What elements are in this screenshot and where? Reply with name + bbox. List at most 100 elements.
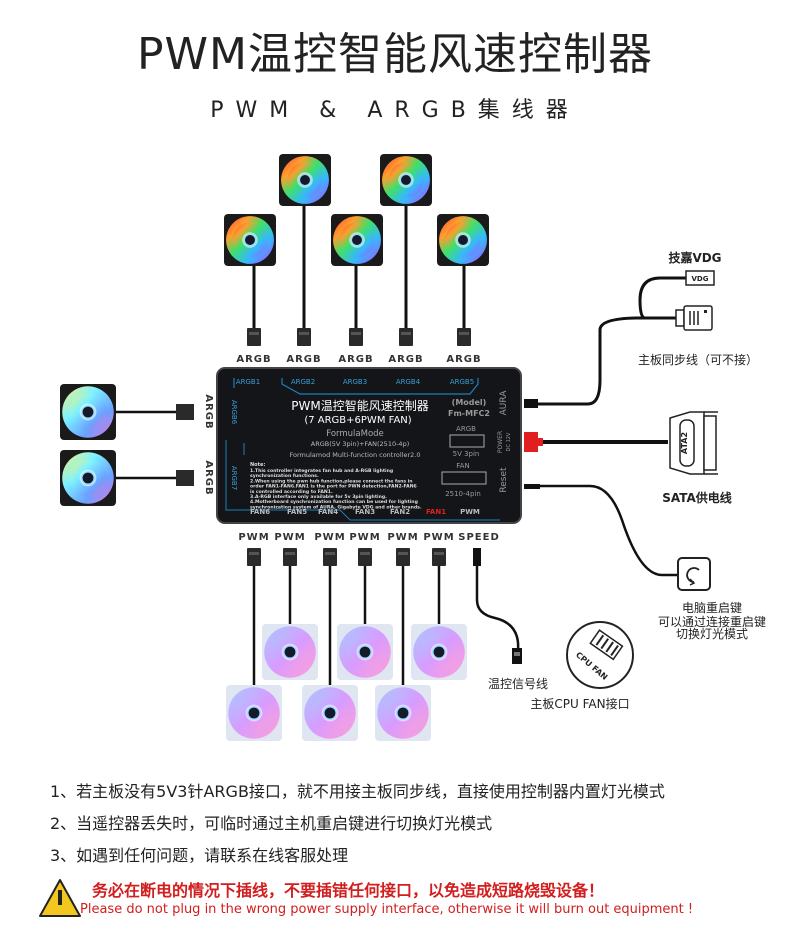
sync-cable-label: 主板同步线（可不接） — [638, 352, 758, 367]
fan — [279, 154, 331, 206]
fan — [375, 685, 431, 741]
connector-plug — [432, 548, 446, 566]
port-label-power-sub: DC 12V — [506, 432, 512, 451]
fan-hub — [359, 646, 371, 658]
port-label: ARGB6 — [230, 400, 238, 425]
warning-triangle-icon — [40, 880, 80, 916]
connector-label: ARGB — [446, 354, 481, 365]
warning-text-en: Please do not plug in the wrong power su… — [80, 902, 693, 917]
port-label-aura: AURA — [499, 390, 509, 416]
warning-text-cn: 务必在断电的情况下插线，不要插错任何接口，以免造成短路烧毁设备！ — [92, 877, 604, 901]
fan-hub — [400, 174, 411, 185]
top-fan-group: ARGB ARGB ARGB ARGB ARGB — [224, 154, 489, 365]
speed-cable — [473, 548, 522, 664]
fan — [262, 624, 318, 680]
sync-cable: VDG — [524, 271, 714, 408]
connector-plug — [349, 328, 363, 346]
connector-label: PWM — [349, 532, 380, 543]
temp-signal-label: 温控信号线 — [488, 677, 548, 691]
reset-button — [678, 558, 710, 590]
fan-header-spec: 2510-4pin — [445, 490, 481, 498]
port-label: ARGB1 — [236, 378, 260, 386]
connector-label: ARGB — [338, 354, 373, 365]
vdg-label: 技嘉VDG — [668, 250, 721, 265]
sata-plug-text: ATA2 — [680, 432, 689, 454]
bottom-fan-group: PWMPWMPWMPWMPWMPWMSPEED — [226, 532, 500, 741]
fan — [411, 624, 467, 680]
connector-label: PWM — [238, 532, 269, 543]
port-label: ARGB5 — [450, 378, 474, 386]
fan-hub — [244, 234, 255, 245]
port-label: ARGB3 — [343, 378, 367, 386]
fan — [302, 685, 358, 741]
fan — [331, 214, 383, 266]
note-title: Note: — [250, 462, 265, 468]
connector-label: PWM — [274, 532, 305, 543]
argb-header-label: ARGB — [456, 425, 476, 433]
sata-cable: ATA2 — [524, 412, 718, 474]
fan-hub — [299, 174, 310, 185]
connector-plug — [358, 548, 372, 566]
reset-desc-line: 切换灯光模式 — [676, 627, 748, 641]
connector-plug — [247, 548, 261, 566]
connector-plug — [283, 548, 297, 566]
vdg-plug-text: VDG — [692, 275, 709, 283]
board-spec: ARGB(5V 3pin)+FAN(2510-4p) — [311, 440, 409, 448]
port-label-reset: Reset — [499, 467, 509, 493]
note-item: 1、若主板没有5V3针ARGB接口，就不用接主板同步线，直接使用控制器内置灯光模… — [50, 776, 665, 808]
left-fan-group: ARGB ARGB — [60, 384, 214, 506]
cpu-fan-badge: CPU FAN — [567, 622, 633, 688]
connector-label: PWM — [387, 532, 418, 543]
connector-plug — [297, 328, 311, 346]
connector-plug — [396, 548, 410, 566]
fan-hub — [433, 646, 445, 658]
connector-plug — [176, 404, 194, 420]
reset-button-label: 电脑重启键 — [682, 601, 742, 615]
fan — [226, 685, 282, 741]
board-model-line: Formulamod Multi-function controller2.0 — [290, 451, 421, 459]
fan — [337, 624, 393, 680]
model-label: (Model) — [452, 398, 487, 407]
board-title: PWM温控智能风速控制器 — [291, 398, 428, 413]
port-label: ARGB7 — [230, 466, 238, 490]
connector-label: ARGB — [388, 354, 423, 365]
port-label: ARGB2 — [291, 378, 315, 386]
note-item: 2、当遥控器丢失时，可临时通过主机重启键进行切换灯光模式 — [50, 808, 665, 840]
sata-cable-label: SATA供电线 — [662, 490, 732, 505]
connector-label: ARGB — [236, 354, 271, 365]
connector-plug — [247, 328, 261, 346]
port-label: PWM — [460, 508, 480, 516]
fan-hub — [82, 406, 94, 418]
argb-header-spec: 5V 3pin — [453, 450, 480, 458]
connector-plug — [323, 548, 337, 566]
connector-label: ARGB — [203, 460, 214, 495]
board-brand: FormulaMode — [326, 429, 384, 439]
fan — [437, 214, 489, 266]
fan — [224, 214, 276, 266]
note-item: 3、如遇到任何问题，请联系在线客服处理 — [50, 840, 665, 872]
fan-header-label: FAN — [456, 462, 469, 470]
fan — [60, 450, 116, 506]
fan-hub — [248, 707, 260, 719]
model-name: Fm-MFC2 — [448, 409, 490, 418]
fan-hub — [351, 234, 362, 245]
fan-hub — [397, 707, 409, 719]
connector-label: ARGB — [286, 354, 321, 365]
fan — [60, 384, 116, 440]
fan-hub — [82, 472, 94, 484]
notes-list: 1、若主板没有5V3针ARGB接口，就不用接主板同步线，直接使用控制器内置灯光模… — [50, 776, 665, 872]
fan-hub — [324, 707, 336, 719]
fan-hub — [284, 646, 296, 658]
connector-label: PWM — [314, 532, 345, 543]
connector-plug — [399, 328, 413, 346]
power-plug — [524, 432, 538, 452]
cpu-fan-label: 主板CPU FAN接口 — [530, 696, 629, 711]
board-subtitle: (7 ARGB+6PWM FAN) — [304, 415, 411, 426]
speed-label: SPEED — [458, 532, 500, 543]
fan-hub — [457, 234, 468, 245]
port-label: FAN1 — [426, 508, 446, 516]
port-label-power: POWER — [497, 431, 504, 453]
connector-plug — [176, 470, 194, 486]
connector-label: ARGB — [203, 394, 214, 429]
port-label: ARGB4 — [396, 378, 421, 386]
